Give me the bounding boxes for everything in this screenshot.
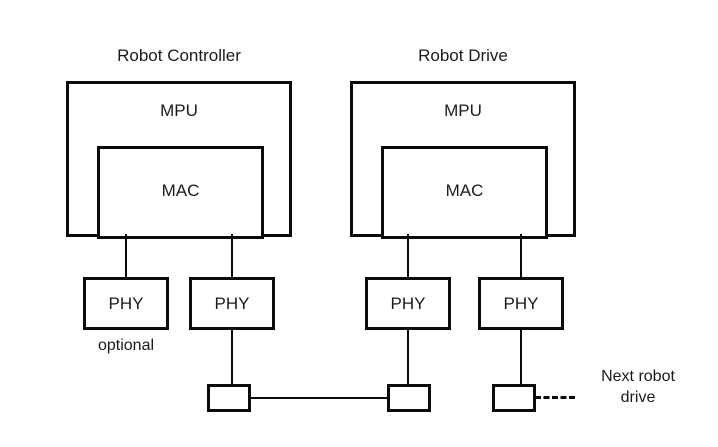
robot-controller-mac-label: MAC [161,181,200,200]
link-next-robot-drive-dashed [535,396,575,399]
phy-block-3: PHY [365,277,451,330]
connector-2 [387,384,431,412]
link-mac-to-phy-1 [125,234,127,279]
connector-1 [207,384,251,412]
robot-controller-mac-box: MAC [97,146,264,239]
link-phy-3-to-connector-2 [407,329,409,386]
robot-drive-mac-label: MAC [445,181,484,200]
next-robot-drive-label-line1: Next robot [601,368,675,385]
phy-block-1-optional-note: optional [97,337,155,354]
link-phy-2-to-connector-1 [231,329,233,386]
phy-block-4-label: PHY [503,294,539,313]
phy-block-4: PHY [478,277,564,330]
link-mac-to-phy-3 [407,234,409,279]
robot-drive-mac-box: MAC [381,146,548,239]
phy-block-3-label: PHY [390,294,426,313]
connector-3 [492,384,536,412]
link-mac-to-phy-2 [231,234,233,279]
robot-drive-mpu-label: MPU [444,101,482,120]
phy-block-2-label: PHY [214,294,250,313]
next-robot-drive-label-line2: drive [620,389,656,406]
link-mac-to-phy-4 [520,234,522,279]
phy-block-1-label: PHY [108,294,144,313]
robot-controller-mpu-label: MPU [160,101,198,120]
robot-controller-title: Robot Controller [117,46,241,65]
phy-block-1: PHY [83,277,169,330]
link-phy-4-to-connector-3 [520,329,522,386]
link-connector-1-to-connector-2 [249,397,389,399]
robot-drive-title: Robot Drive [418,46,508,65]
next-robot-drive-label: Next robot drive [574,366,702,408]
phy-block-2: PHY [189,277,275,330]
